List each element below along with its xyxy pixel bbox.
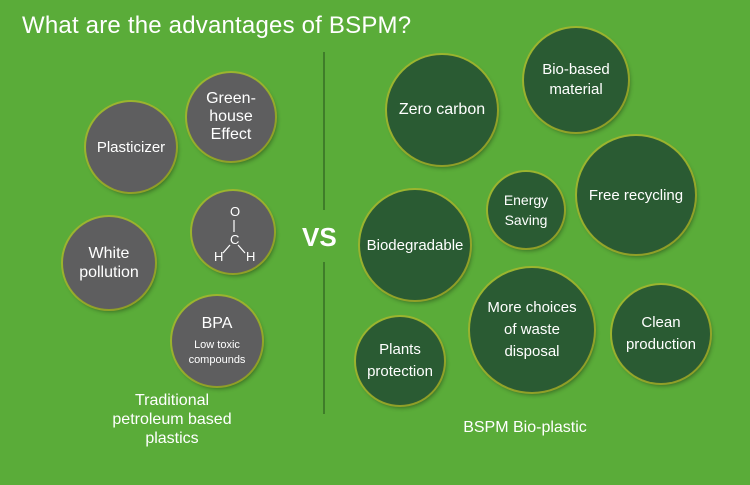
circle-label: Energy Saving: [503, 192, 549, 228]
traditional-caption: Traditional petroleum based plastics: [112, 392, 232, 447]
divider-top: [323, 52, 325, 210]
bio-plastic-caption: BSPM Bio-plastic: [463, 419, 587, 436]
circle-white-pollution: White pollution: [63, 217, 155, 309]
page-title: What are the advantages of BSPM?: [22, 12, 412, 39]
circle-label: Clean production: [625, 314, 697, 353]
circle-label: Free recycling: [588, 186, 684, 204]
bpa-text: BPA Low toxic compounds: [189, 314, 246, 368]
circle-biodegradable: Biodegradable: [360, 190, 470, 300]
formaldehyde-structure-icon: O C H H: [203, 201, 263, 264]
circle-clean-production: Clean production: [612, 285, 710, 383]
circle-more-choices-waste-disposal: More choices of waste disposal: [470, 268, 594, 392]
circle-label: Plasticizer: [96, 138, 166, 156]
circle-sublabel: Low toxic compounds: [188, 339, 246, 366]
formaldehyde-bonds-icon: [222, 220, 246, 254]
circle-bpa: BPA Low toxic compounds: [172, 296, 262, 386]
circle-plasticizer: Plasticizer: [86, 102, 176, 192]
circle-plants-protection: Plants protection: [356, 317, 444, 405]
circle-label: Plants protection: [367, 341, 433, 380]
circle-greenhouse-effect: Green- house Effect: [187, 73, 275, 161]
circle-formaldehyde: O C H H: [192, 191, 274, 273]
circle-label: White pollution: [79, 245, 139, 281]
circle-label: BPA: [201, 315, 233, 332]
circle-zero-carbon: Zero carbon: [387, 55, 497, 165]
circle-bio-based-material: Bio-based material: [524, 28, 628, 132]
circle-label: Green- house Effect: [206, 90, 256, 143]
circle-label: Zero carbon: [398, 101, 486, 118]
circle-label: More choices of waste disposal: [487, 299, 577, 360]
atom-carbon: C: [230, 232, 240, 247]
vs-label: VS: [302, 222, 337, 252]
circle-energy-saving: Energy Saving: [488, 172, 564, 248]
atom-hydrogen-left: H: [214, 249, 224, 264]
atom-hydrogen-right: H: [246, 249, 256, 264]
circle-label: Biodegradable: [366, 236, 464, 254]
divider-bottom: [323, 262, 325, 414]
atom-oxygen: O: [230, 204, 241, 219]
circle-free-recycling: Free recycling: [577, 136, 695, 254]
circle-label: Bio-based material: [542, 61, 610, 98]
